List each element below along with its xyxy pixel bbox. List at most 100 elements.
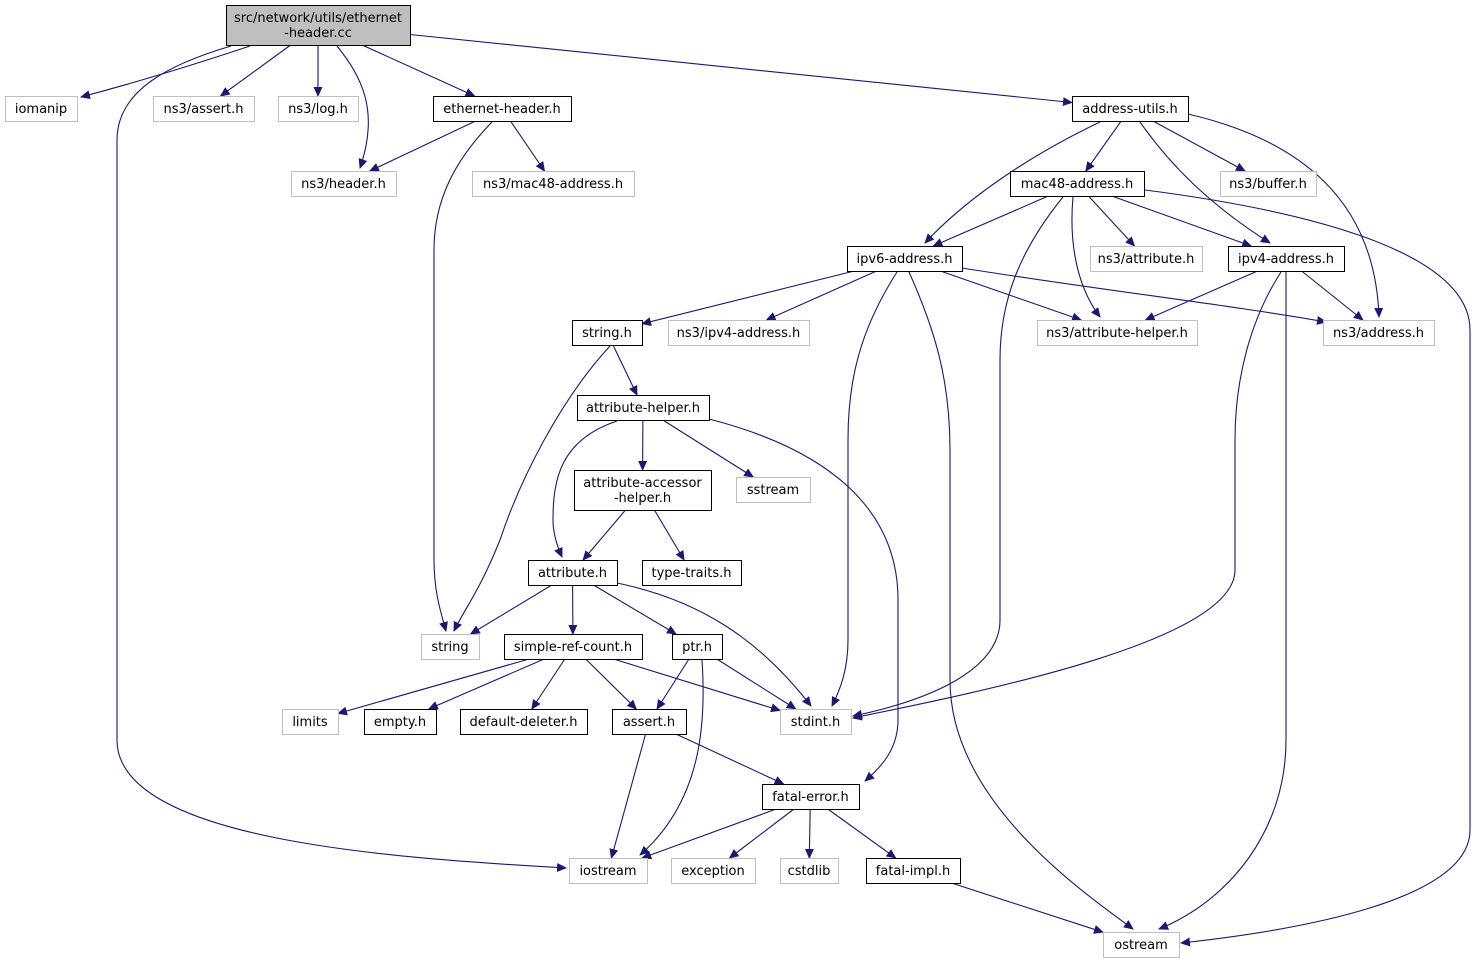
node-ns3-attribute: ns3/attribute.h — [1090, 246, 1203, 272]
node-ipv6[interactable]: ipv6-address.h — [847, 246, 963, 272]
node-label: ns3/ipv4-address.h — [677, 326, 801, 341]
node-attribute-h[interactable]: attribute.h — [528, 560, 618, 586]
node-box — [671, 858, 756, 884]
node-attribute-helper[interactable]: attribute-helper.h — [577, 395, 710, 421]
node-string-h[interactable]: string.h — [572, 320, 643, 346]
edge-string_h-to-attribute_helper — [612, 344, 638, 396]
node-iomanip: iomanip — [5, 96, 78, 122]
node-fatal-impl[interactable]: fatal-impl.h — [866, 858, 961, 884]
node-ptr[interactable]: ptr.h — [672, 634, 723, 660]
edge-ethernet_header-to-ns3_header — [368, 120, 476, 172]
node-ostream: ostream — [1103, 932, 1180, 958]
node-box — [226, 5, 411, 46]
node-box — [1037, 320, 1198, 346]
edge-fatal_error-to-exception — [728, 808, 795, 859]
edge-ipv6-to-string_h — [641, 270, 855, 326]
node-empty[interactable]: empty.h — [364, 709, 437, 735]
node-label: simple-ref-count.h — [514, 640, 632, 655]
edge-attribute_h-to-string — [469, 584, 553, 635]
node-default-deleter[interactable]: default-deleter.h — [460, 709, 588, 735]
node-label: -header.cc — [284, 26, 352, 41]
edge-address_utils-to-ipv4 — [1139, 121, 1271, 244]
node-assert-h[interactable]: assert.h — [612, 709, 687, 735]
node-box — [291, 171, 397, 197]
node-box — [1072, 96, 1189, 122]
edge-simple_ref-to-stdint — [613, 658, 781, 713]
edge-string_h-to-string — [453, 345, 611, 632]
edge-assert_h-to-fatal_error — [675, 733, 785, 785]
edge-attr_accessor-to-type_traits — [653, 509, 685, 561]
edge-ipv6-to-stdint — [831, 271, 898, 707]
node-box — [612, 709, 687, 735]
edge-root-to-iostream — [116, 45, 567, 872]
node-box — [1103, 932, 1180, 958]
node-label: ns3/address.h — [1333, 326, 1424, 341]
node-box — [847, 246, 963, 272]
node-exception: exception — [671, 858, 756, 884]
node-ethernet-header[interactable]: ethernet-header.h — [433, 96, 572, 122]
node-root[interactable]: src/network/utils/ethernet-header.cc — [226, 5, 411, 46]
node-label: ipv4-address.h — [1238, 252, 1334, 267]
node-box — [668, 320, 810, 346]
node-label: empty.h — [374, 715, 426, 730]
node-label: string.h — [582, 326, 632, 341]
node-box — [1220, 171, 1317, 197]
node-box — [1090, 246, 1203, 272]
node-box — [780, 709, 852, 735]
edge-layer — [80, 33, 1471, 947]
edge-ethernet_header-to-string — [433, 121, 493, 632]
edge-fatal_error-to-cstdlib — [804, 808, 814, 859]
node-box — [642, 560, 742, 586]
node-label: ns3/mac48-address.h — [483, 177, 623, 192]
edge-mac48-to-ostream — [1144, 189, 1471, 947]
node-sstream: sstream — [736, 477, 811, 503]
node-label: mac48-address.h — [1021, 177, 1133, 192]
edge-ptr-to-assert_h — [656, 658, 690, 710]
node-label: attribute-helper.h — [586, 401, 700, 416]
node-box — [762, 784, 860, 810]
node-box — [282, 709, 339, 735]
node-string: string — [421, 634, 480, 660]
edge-simple_ref-to-empty — [427, 658, 545, 710]
node-fatal-error[interactable]: fatal-error.h — [762, 784, 860, 810]
node-ns3-log: ns3/log.h — [278, 96, 359, 122]
node-ns3-assert: ns3/assert.h — [153, 96, 255, 122]
node-label: iostream — [579, 864, 636, 879]
node-simple-ref[interactable]: simple-ref-count.h — [504, 634, 643, 660]
edge-address_utils-to-mac48 — [1085, 120, 1122, 172]
node-type-traits[interactable]: type-traits.h — [642, 560, 742, 586]
node-box — [528, 560, 618, 586]
edge-root-to-address_utils — [409, 33, 1073, 107]
node-label: address-utils.h — [1082, 102, 1177, 117]
node-box — [504, 634, 643, 660]
edge-ipv4-to-ostream — [1158, 272, 1287, 930]
node-label: cstdlib — [788, 864, 831, 879]
node-label: ns3/assert.h — [164, 102, 244, 117]
node-label: ns3/buffer.h — [1229, 177, 1307, 192]
node-ns3-header: ns3/header.h — [291, 171, 397, 197]
edge-ptr-to-iostream — [639, 659, 704, 856]
edge-ipv6-to-ns3_ipv4 — [765, 270, 877, 321]
node-label: -helper.h — [614, 491, 671, 506]
node-address-utils[interactable]: address-utils.h — [1072, 96, 1189, 122]
node-ipv4[interactable]: ipv4-address.h — [1228, 246, 1345, 272]
node-label: attribute.h — [538, 566, 607, 581]
node-label: ipv6-address.h — [857, 252, 953, 267]
node-attr-accessor[interactable]: attribute-accessor-helper.h — [574, 470, 712, 511]
edge-attribute_helper-to-sstream — [662, 419, 755, 478]
edge-fatal_error-to-iostream — [641, 808, 777, 860]
node-mac48[interactable]: mac48-address.h — [1010, 171, 1145, 197]
node-box — [364, 709, 437, 735]
node-box — [736, 477, 811, 503]
edge-ptr-to-stdint — [716, 658, 797, 710]
edge-attribute_h-to-ptr — [593, 584, 677, 635]
node-box — [460, 709, 588, 735]
node-label: stdint.h — [791, 715, 840, 730]
edge-attribute_helper-to-fatal_error — [708, 418, 899, 782]
node-label: ethernet-header.h — [443, 102, 560, 117]
node-ns3-address: ns3/address.h — [1323, 320, 1435, 346]
edge-address_utils-to-ns3_buffer — [1152, 120, 1246, 172]
node-box — [153, 96, 255, 122]
node-box — [5, 96, 78, 122]
node-iostream: iostream — [569, 858, 648, 884]
